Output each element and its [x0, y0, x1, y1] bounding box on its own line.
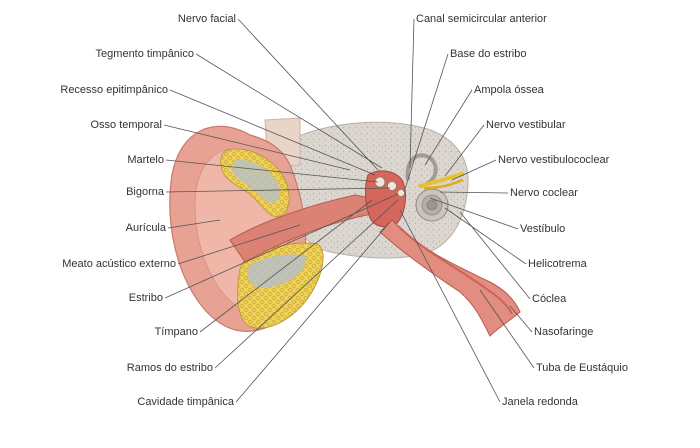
eustachian-tube [379, 219, 521, 337]
label-cavidade-timpanica: Cavidade timpânica [137, 396, 234, 408]
cartilage-upper-gray [232, 159, 280, 203]
label-tegmento-timpanico: Tegmento timpânico [96, 48, 194, 60]
tympanic-cavity [365, 170, 406, 228]
leader-lines-right [399, 18, 535, 403]
label-tuba-de-eustaquio: Tuba de Eustáquio [536, 362, 628, 374]
cochlea-inner [426, 199, 438, 211]
label-coclea: Cóclea [532, 293, 567, 305]
label-martelo: Martelo [127, 154, 164, 166]
label-base-do-estribo: Base do estribo [450, 48, 526, 60]
label-nervo-coclear: Nervo coclear [510, 187, 578, 199]
label-auricula: Aurícula [126, 222, 167, 234]
label-vestibulo: Vestíbulo [520, 223, 565, 235]
label-timpano: Tímpano [155, 326, 198, 338]
label-osso-temporal: Osso temporal [90, 119, 162, 131]
label-helicotrema: Helicotrema [528, 258, 588, 270]
labels-left: Nervo facial Tegmento timpânico Recesso … [60, 13, 236, 408]
eustachian-tube-lumen [397, 225, 513, 315]
labels-right: Canal semicircular anterior Base do estr… [416, 13, 628, 408]
vestibulocochlear-nerve [418, 172, 464, 188]
leader-lines-left [163, 18, 399, 403]
semicircular-canal [405, 153, 438, 186]
label-meato-acustico-externo: Meato acústico externo [62, 258, 176, 270]
label-ramos-do-estribo: Ramos do estribo [127, 362, 213, 374]
stapes-shape [397, 189, 405, 197]
label-nasofaringe: Nasofaringe [534, 326, 593, 338]
nerve-branch [423, 178, 464, 190]
label-nervo-vestibulococlear: Nervo vestibulococlear [498, 154, 610, 166]
label-estribo: Estribo [129, 292, 163, 304]
label-nervo-facial: Nervo facial [178, 13, 236, 25]
label-bigorna: Bigorna [126, 186, 165, 198]
label-ampola-ossea: Ampola óssea [474, 84, 545, 96]
label-janela-redonda: Janela redonda [502, 396, 579, 408]
label-recesso-epitimpanico: Recesso epitimpânico [60, 84, 168, 96]
label-canal-semicircular-anterior: Canal semicircular anterior [416, 13, 547, 25]
label-nervo-vestibular: Nervo vestibular [486, 119, 566, 131]
cartilage-lower-gray [247, 254, 306, 288]
incus-shape [387, 181, 397, 191]
